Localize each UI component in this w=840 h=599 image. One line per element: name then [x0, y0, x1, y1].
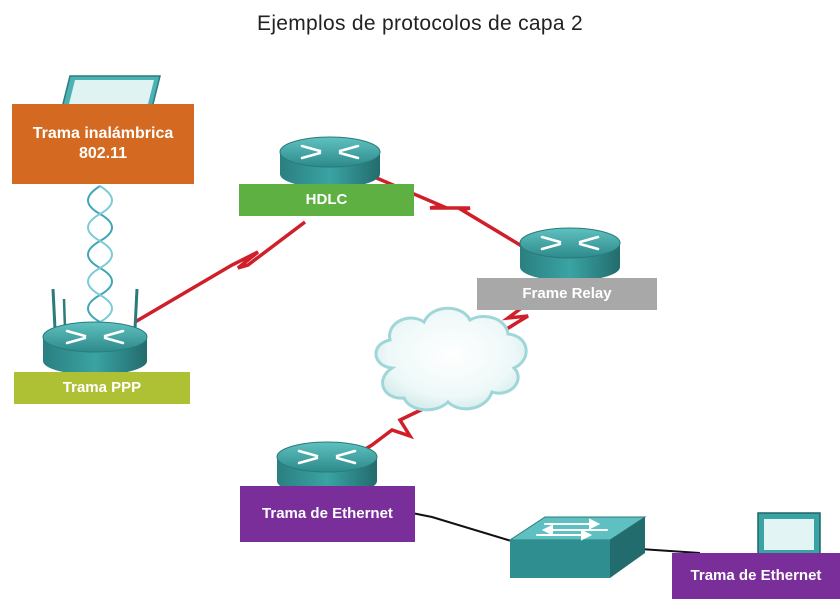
- ethernet-cable-router-switch: [411, 512, 519, 544]
- laptop-icon: [61, 75, 161, 109]
- wireless-router-icon: [42, 288, 148, 375]
- diagram-title: Ejemplos de protocolos de capa 2: [257, 12, 583, 35]
- serial-link-hdlc-framerelay: [371, 174, 526, 250]
- frame-relay-label: Frame Relay: [477, 278, 657, 310]
- wireless-signal-icon: [87, 185, 113, 323]
- router-icon: [279, 136, 381, 188]
- cloud-icon: [374, 306, 528, 412]
- router-icon: [276, 441, 378, 495]
- switch-icon: [508, 516, 647, 578]
- ppp-frame-label: Trama PPP: [14, 372, 190, 404]
- wireless-frame-label: Trama inalámbrica 802.11: [12, 104, 194, 184]
- ethernet-cable-switch-pc: [639, 548, 701, 554]
- pc-icon: [757, 512, 821, 557]
- serial-link-ppp-hdlc: [134, 220, 307, 324]
- ethernet-frame-label-pc: Trama de Ethernet: [672, 553, 840, 599]
- ethernet-frame-label-router: Trama de Ethernet: [240, 486, 415, 542]
- hdlc-label: HDLC: [239, 184, 414, 216]
- router-icon: [519, 227, 621, 281]
